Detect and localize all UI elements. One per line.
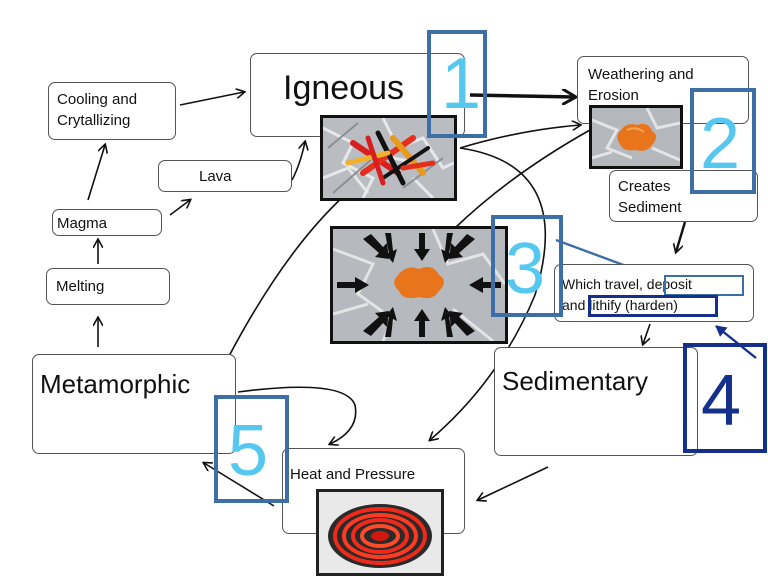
step-4-marker: 4 — [683, 343, 767, 453]
stove-burner-illustration — [316, 489, 444, 576]
arrow-cooling-to-igneous — [179, 92, 244, 106]
node-creates-sediment: Creates Sediment — [609, 170, 758, 222]
highlight-lithify — [588, 295, 718, 317]
foil-with-melted-blob-image — [592, 108, 680, 166]
node-travel-deposit: Which travel, deposit and lithify (harde… — [554, 264, 754, 322]
arrow-metamorphic-to-igneous — [227, 194, 346, 359]
arrow-igneous-to-weathering-curve — [459, 125, 580, 149]
node-melting-label: Melting — [56, 278, 105, 295]
step-3-number: 3 — [505, 229, 546, 309]
node-weathering-line1: Weathering and — [588, 66, 694, 83]
arrow-lava-to-igneous — [291, 142, 305, 181]
arrow-creates-to-travel — [676, 221, 687, 252]
node-lava: Lava — [158, 160, 292, 192]
step-5-number: 5 — [228, 411, 269, 491]
node-sedimentary: Sedimentary — [494, 347, 698, 456]
arrow-metamorphic-loop-to-heat — [237, 386, 357, 444]
step-3-marker: 3 — [491, 215, 563, 317]
node-metamorphic: Metamorphic — [32, 354, 236, 454]
node-travel-line1: Which travel, deposit — [562, 276, 692, 292]
step-1-marker: 1 — [427, 30, 487, 138]
arrow-igneous-to-heat — [430, 147, 547, 440]
node-melting: Melting — [46, 268, 170, 305]
node-cooling: Cooling and Crytallizing — [48, 82, 176, 140]
node-magma: Magma — [52, 209, 162, 236]
node-igneous-label: Igneous — [283, 69, 404, 107]
highlight-deposit — [664, 275, 744, 296]
node-metamorphic-label: Metamorphic — [40, 369, 191, 399]
node-creates-line2: Sediment — [618, 199, 682, 216]
node-lava-label: Lava — [199, 168, 232, 185]
step-2-marker: 2 — [690, 88, 756, 194]
stove-burner-image — [319, 492, 441, 573]
compressed-blob-image — [333, 229, 505, 341]
arrow-igneous-to-weathering — [469, 95, 575, 97]
step-4-number: 4 — [701, 361, 742, 441]
node-cooling-line1: Cooling and — [57, 91, 138, 108]
node-cooling-line2: Crytallizing — [57, 112, 131, 129]
arrow-magma-to-lava — [169, 200, 190, 216]
node-magma-label: Magma — [57, 215, 108, 232]
igneous-illustration — [320, 115, 457, 201]
node-weathering-line2: Erosion — [588, 87, 639, 104]
pointer-4-to-lithify — [715, 325, 757, 359]
arrow-travel-to-sedimentary — [643, 323, 651, 344]
node-creates-line1: Creates — [618, 178, 671, 195]
compression-illustration — [330, 226, 508, 344]
node-heat-pressure-label: Heat and Pressure — [290, 466, 416, 483]
weathering-illustration — [589, 105, 683, 169]
step-2-number: 2 — [700, 104, 741, 184]
arrow-magma-to-cooling — [87, 145, 105, 201]
step-1-number: 1 — [441, 44, 482, 124]
node-sedimentary-label: Sedimentary — [502, 366, 648, 396]
arrow-sedimentary-to-heat — [478, 466, 549, 500]
step-5-marker: 5 — [214, 395, 289, 503]
arrow-weathering-to-compression — [454, 129, 591, 229]
foil-with-crayons-image — [323, 118, 454, 198]
